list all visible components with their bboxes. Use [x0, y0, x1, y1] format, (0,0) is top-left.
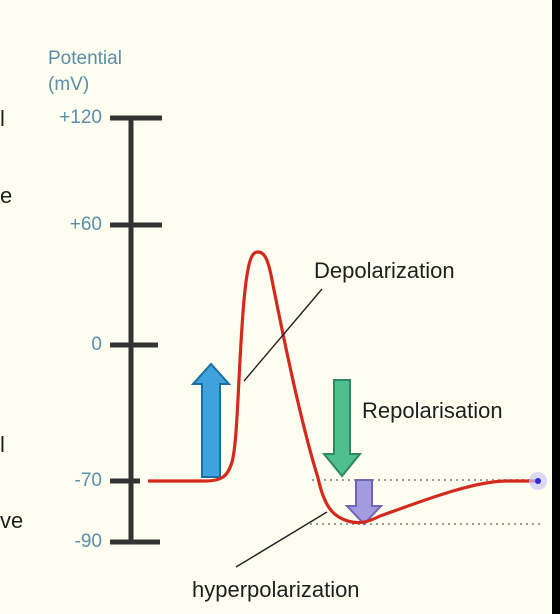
- tick-label-minus90: -90: [74, 531, 102, 552]
- hyperpolarization-arrow-icon: [344, 479, 384, 526]
- repolarisation-arrow-icon: [321, 379, 363, 478]
- tick-label-60: +60: [69, 214, 102, 235]
- curve-end-marker-core: [535, 478, 541, 484]
- left-edge-text-2: e: [0, 183, 13, 208]
- y-axis-title-line2: (mV): [48, 74, 90, 95]
- left-edge-text-3: l: [0, 432, 5, 457]
- left-edge-text-1: l: [0, 106, 5, 131]
- hyperpolarization-leader-line: [235, 511, 328, 568]
- left-edge-text-4: ve: [0, 508, 24, 533]
- repolarisation-label: Repolarisation: [362, 398, 503, 423]
- action-potential-curve: [148, 250, 538, 525]
- hyperpolarization-label: hyperpolarization: [192, 577, 360, 602]
- y-axis-title: Potential (mV): [48, 46, 122, 98]
- y-axis-title-line1: Potential: [48, 48, 122, 69]
- right-edge-bar: [552, 0, 560, 614]
- tick-label-minus70: -70: [74, 470, 102, 491]
- depolarization-label: Depolarization: [314, 258, 455, 283]
- tick-label-120: +120: [59, 107, 102, 128]
- depolarization-leader-line: [243, 288, 323, 382]
- tick-label-0: 0: [91, 334, 102, 355]
- depolarization-arrow-icon: [190, 362, 232, 478]
